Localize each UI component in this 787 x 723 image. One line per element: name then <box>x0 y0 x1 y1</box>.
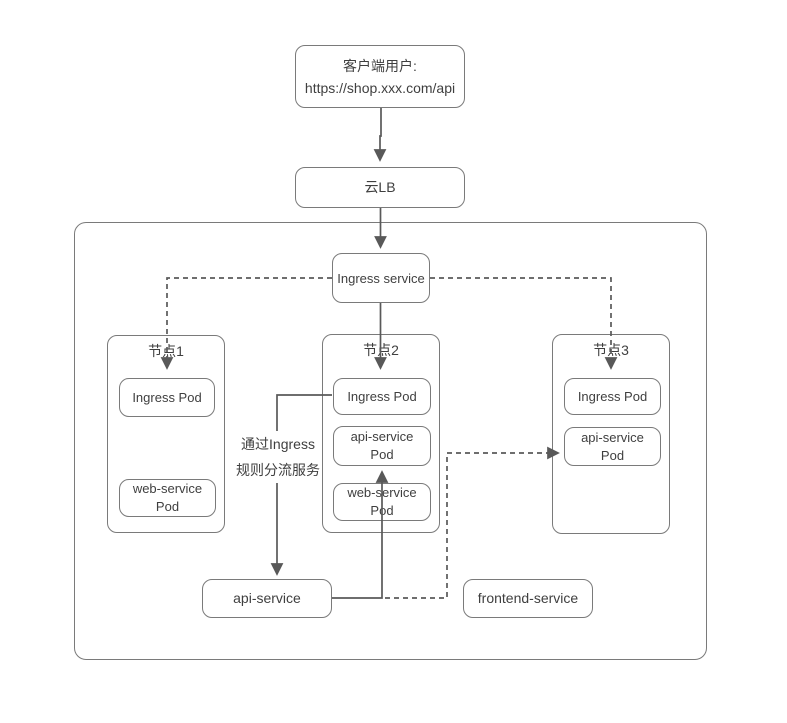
node-3: 节点3 Ingress Pod api-service Pod <box>552 334 670 534</box>
node-1: 节点1 Ingress Pod web-service Pod <box>107 335 225 533</box>
node-2: 节点2 Ingress Pod api-service Pod web-serv… <box>322 334 440 533</box>
pod-label: Ingress Pod <box>577 388 648 404</box>
api-service-node: api-service <box>202 579 332 618</box>
api-service-label: api-service <box>233 590 301 606</box>
pod-label: Pod <box>370 447 394 462</box>
node-3-api-service-pod: api-service Pod <box>564 427 661 466</box>
cloud-lb-label: 云LB <box>364 179 396 195</box>
node-2-web-service-pod: web-service Pod <box>333 483 431 521</box>
client-url: https://shop.xxx.com/api <box>304 79 456 96</box>
client-node: 客户端用户: https://shop.xxx.com/api <box>295 45 465 108</box>
ingress-service-label: Ingress service <box>337 270 425 286</box>
pod-label: Pod <box>370 503 394 518</box>
annotation-line-2: 规则分流服务 <box>234 457 322 483</box>
node-2-ingress-pod: Ingress Pod <box>333 378 431 415</box>
pod-label: api-service <box>350 429 414 444</box>
node-1-ingress-pod: Ingress Pod <box>119 378 215 417</box>
pod-label: Ingress Pod <box>347 388 417 404</box>
arrow-client-to-lb <box>373 108 387 162</box>
pod-label: Pod <box>600 447 625 463</box>
node-3-ingress-pod: Ingress Pod <box>564 378 661 415</box>
frontend-service-label: frontend-service <box>477 590 579 606</box>
node-3-title: 节点3 <box>593 342 629 358</box>
pod-label: Ingress Pod <box>132 389 202 405</box>
ingress-service-node: Ingress service <box>332 253 430 303</box>
pod-label: api-service <box>581 429 644 445</box>
frontend-service-node: frontend-service <box>463 579 593 618</box>
cloud-lb-node: 云LB <box>295 167 465 208</box>
node-1-web-service-pod: web-service Pod <box>119 479 216 517</box>
pod-label: web-service <box>132 481 203 496</box>
ingress-rule-annotation: 通过Ingress 规则分流服务 <box>222 431 334 483</box>
node-2-title: 节点2 <box>363 342 399 358</box>
client-title: 客户端用户: <box>343 57 417 74</box>
annotation-line-1: 通过Ingress <box>239 431 317 457</box>
node-2-api-service-pod: api-service Pod <box>333 426 431 466</box>
node-1-title: 节点1 <box>148 343 184 359</box>
pod-label: web-service <box>347 485 417 500</box>
pod-label: Pod <box>155 499 180 514</box>
